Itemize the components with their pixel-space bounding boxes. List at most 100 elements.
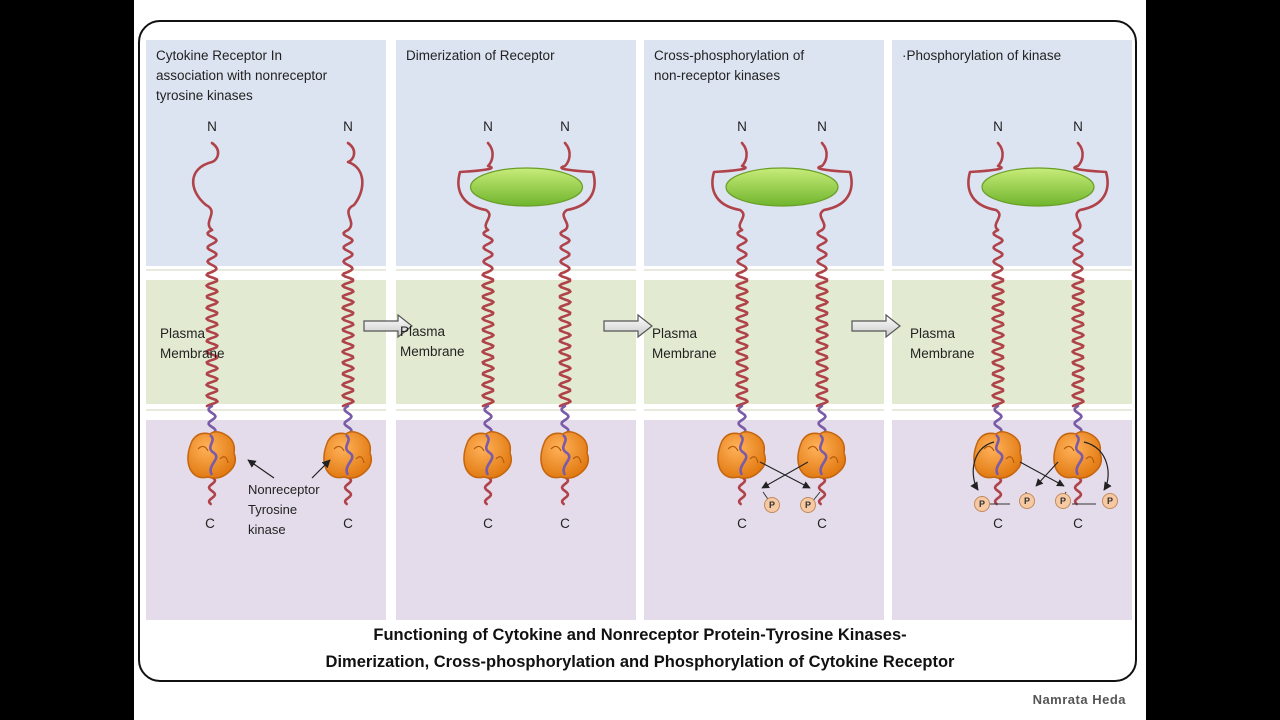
receptor-intracellular-segment xyxy=(207,404,217,438)
kinase-fold xyxy=(727,445,759,464)
c-terminus-label: C xyxy=(817,516,827,531)
receptor-strand-through-kinase xyxy=(344,433,354,476)
plasma-membrane-region xyxy=(396,280,636,404)
cross-phosphorylation-arrow xyxy=(761,461,809,489)
phosphate-label: P xyxy=(1107,496,1113,506)
c-terminus-label: C xyxy=(483,516,493,531)
receptor-transmembrane-helix xyxy=(735,270,749,408)
receptor-chain xyxy=(559,228,571,274)
kinase-pointer-arrow xyxy=(311,459,331,479)
receptor-intracellular-segment xyxy=(343,404,353,438)
c-terminus-label: C xyxy=(1073,516,1083,531)
plasma-membrane-region xyxy=(892,280,1132,404)
receptor-chain xyxy=(992,228,1004,274)
receptor-chain xyxy=(816,228,828,274)
panel-title-line: non-receptor kinases xyxy=(654,68,780,83)
n-terminus-label: N xyxy=(993,119,1003,134)
receptor-extracellular-domain xyxy=(560,141,596,232)
membrane-label: Plasma xyxy=(160,326,206,341)
receptor-extracellular-domain xyxy=(967,141,1004,232)
kinase-label: kinase xyxy=(248,522,286,537)
panel-title-line: tyrosine kinases xyxy=(156,88,253,103)
cytokine-receptor-diagram: Cytokine Receptor In association with non… xyxy=(146,40,1132,620)
nonreceptor-tyrosine-kinase xyxy=(717,431,767,479)
membrane-label: Plasma xyxy=(910,326,956,341)
author-credit: Namrata Heda xyxy=(1032,692,1126,707)
cytokine-ligand xyxy=(725,167,839,207)
kinase-body xyxy=(797,431,847,479)
receptor-chain xyxy=(482,228,494,274)
phosphate xyxy=(764,497,780,513)
receptor-transmembrane-helix xyxy=(815,270,829,408)
autophosphorylation-arrow xyxy=(970,441,995,491)
phosphate xyxy=(974,496,990,512)
extracellular-region xyxy=(146,40,386,266)
receptor-transmembrane-helix xyxy=(991,270,1005,408)
receptor-strand-through-kinase xyxy=(561,433,571,476)
receptor-chain xyxy=(1072,228,1084,274)
kinase-body xyxy=(540,431,590,479)
phosphate-label: P xyxy=(1024,496,1030,506)
receptor-extracellular-domain xyxy=(1073,141,1109,232)
receptor-intracellular-segment xyxy=(560,404,570,438)
receptor-extracellular-domain xyxy=(346,141,364,232)
kinase-fold xyxy=(807,445,839,464)
receptor-intracellular-segment xyxy=(737,404,747,438)
figure-caption: Functioning of Cytokine and Nonreceptor … xyxy=(134,622,1146,676)
receptor-intracellular-segment xyxy=(817,404,827,438)
autophosphorylation-arrow xyxy=(1083,441,1112,491)
receptor-strand-through-kinase xyxy=(738,433,748,476)
n-terminus-label: N xyxy=(1073,119,1083,134)
caption-line-1: Functioning of Cytokine and Nonreceptor … xyxy=(373,626,907,644)
step-arrow xyxy=(603,313,653,339)
c-terminus-label: C xyxy=(205,516,215,531)
receptor-strand-through-kinase xyxy=(818,433,828,476)
receptor-strand-through-kinase xyxy=(1074,433,1084,476)
kinase-fold xyxy=(473,445,505,464)
phosphate xyxy=(1019,493,1035,509)
kinase-fold xyxy=(550,445,582,464)
c-terminus-label: C xyxy=(560,516,570,531)
phosphate xyxy=(1102,493,1118,509)
slide: Cytokine Receptor In association with non… xyxy=(134,0,1146,720)
receptor-extracellular-domain xyxy=(711,141,748,232)
kinase-fold xyxy=(1063,445,1095,464)
membrane-label: Membrane xyxy=(910,346,975,361)
receptor-intracellular-segment xyxy=(1073,404,1083,438)
phosphate xyxy=(1055,493,1071,509)
phosphate xyxy=(800,497,816,513)
n-terminus-label: N xyxy=(560,119,570,134)
membrane-label: Membrane xyxy=(652,346,717,361)
receptor-extracellular-domain xyxy=(191,141,220,232)
membrane-label: Membrane xyxy=(400,344,465,359)
extracellular-region xyxy=(892,40,1132,266)
n-terminus-label: N xyxy=(343,119,353,134)
cytokine-ligand xyxy=(469,167,584,207)
receptor-intracellular-segment xyxy=(993,404,1003,438)
receptor-extracellular-domain xyxy=(457,141,494,232)
membrane-label: Plasma xyxy=(652,326,698,341)
cross-phosphorylation-arrow xyxy=(1019,461,1065,487)
receptor-strand-through-kinase xyxy=(484,433,494,476)
phosphate-label: P xyxy=(769,500,775,510)
kinase-fold xyxy=(197,445,229,464)
receptor-transmembrane-helix xyxy=(481,270,495,408)
cytokine-ligand xyxy=(981,167,1095,207)
kinase-pointer-arrow xyxy=(247,459,275,479)
membrane-label: Plasma xyxy=(400,324,446,339)
receptor-strand-through-kinase xyxy=(994,433,1004,476)
n-terminus-label: N xyxy=(483,119,493,134)
panel-title-line: association with nonreceptor xyxy=(156,68,328,83)
receptor-chain xyxy=(342,228,354,274)
n-terminus-label: N xyxy=(817,119,827,134)
caption-line-2: Dimerization, Cross-phosphorylation and … xyxy=(325,653,955,671)
kinase-body xyxy=(187,431,237,479)
nonreceptor-tyrosine-kinase xyxy=(797,431,847,479)
phosphate-label: P xyxy=(805,500,811,510)
kinase-body xyxy=(717,431,767,479)
panel-title-line: Dimerization of Receptor xyxy=(406,48,555,63)
panel-title-line: Cytokine Receptor In xyxy=(156,48,282,63)
nonreceptor-tyrosine-kinase xyxy=(323,431,373,479)
receptor-chain xyxy=(206,228,218,274)
c-terminus-label: C xyxy=(993,516,1003,531)
